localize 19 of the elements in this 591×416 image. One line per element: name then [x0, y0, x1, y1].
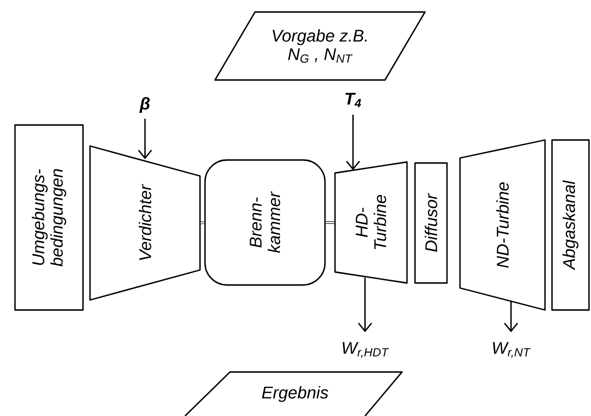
diffuser-box: Diffusor [414, 162, 448, 284]
result-parallelogram: Ergebnis [184, 371, 403, 416]
arrow [138, 118, 152, 160]
exhaust-box: Abgaskanal [551, 139, 590, 311]
compressor-trapezoid: Verdichter [89, 145, 201, 301]
boundary-box: Umgebungs- bedingungen [14, 124, 84, 311]
turbine-trapezoid: HD- Turbine [334, 161, 408, 284]
variable-label: β [139, 97, 150, 113]
output-label: W$_{r,NT}$ [492, 342, 531, 358]
arrow [504, 302, 518, 332]
variable-label: T$_{4}$ [345, 92, 362, 108]
shaft-line [326, 221, 334, 224]
arrow [346, 114, 360, 170]
turbine-trapezoid: ND-Turbine [459, 139, 546, 311]
output-label: W$_{r,HDT}$ [342, 342, 389, 358]
combustor-box: Brenn- kammer [204, 159, 326, 286]
arrow [358, 278, 372, 332]
input-parallelogram: Vorgabe z.B. N$_{G}$ , N$_{NT}$ [214, 11, 426, 81]
shaft-line [200, 221, 204, 224]
